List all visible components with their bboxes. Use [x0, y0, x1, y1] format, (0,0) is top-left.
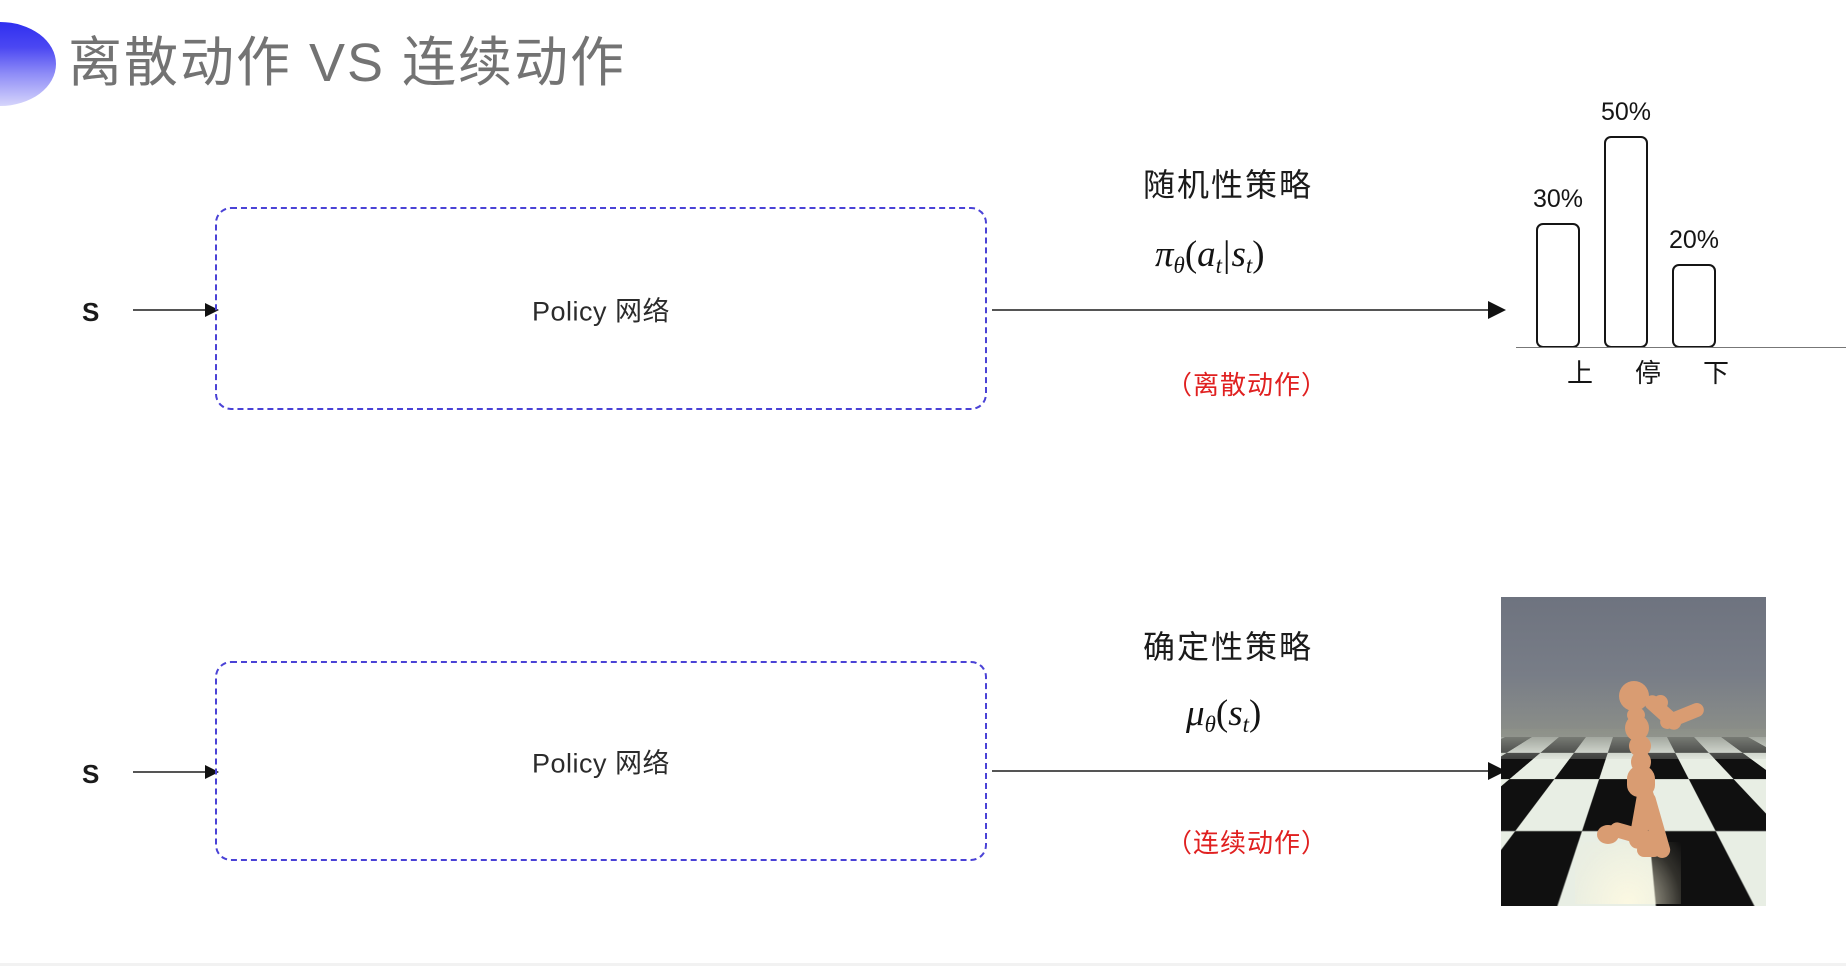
policy-formula-stochastic: πθ(at|st)	[1155, 233, 1265, 279]
formula-base-subscript: θ	[1204, 711, 1216, 737]
bar-chart-tick-label-down: 下	[1702, 358, 1729, 388]
formula-arg1-subscript: t	[1242, 711, 1249, 737]
arrow-shaft	[992, 770, 1490, 772]
action-note-discrete: （离散动作）	[1166, 370, 1329, 400]
state-label-discrete: S	[82, 297, 100, 327]
formula-arg2: s	[1231, 234, 1246, 275]
arrow-head	[1488, 301, 1506, 319]
policy-kind-stochastic: 随机性策略	[1143, 167, 1314, 203]
action-probability-bar-chart: 30% 50% 20% 上 停 下	[1468, 96, 1846, 396]
policy-kind-deterministic: 确定性策略	[1143, 629, 1314, 665]
formula-condition-bar: |	[1223, 234, 1231, 275]
humanoid-foot	[1597, 825, 1619, 844]
formula-arg2-subscript: t	[1245, 252, 1253, 278]
humanoid-hand	[1653, 695, 1668, 710]
humanoid-head	[1619, 681, 1649, 711]
formula-base: μ	[1186, 693, 1205, 734]
humanoid-simulation-image	[1501, 597, 1766, 906]
table-row	[1604, 136, 1648, 348]
policy-network-label: Policy 网络	[531, 296, 671, 326]
page-title: 离散动作 VS 连续动作	[68, 33, 627, 93]
formula-open-paren: (	[1215, 693, 1229, 734]
policy-formula-deterministic: μθ(st)	[1186, 692, 1261, 738]
formula-arg1: a	[1197, 234, 1216, 275]
formula-open-paren: (	[1184, 234, 1198, 275]
bar-value-label: 50%	[1600, 98, 1652, 126]
arrow-shaft	[133, 771, 207, 773]
formula-arg1: s	[1228, 693, 1243, 734]
table-row	[1536, 223, 1580, 348]
formula-close-paren: )	[1252, 234, 1265, 275]
output-arrow-discrete	[992, 299, 1506, 321]
humanoid-front-foot	[1637, 843, 1661, 857]
bar-chart-tick-label-stop: 停	[1634, 358, 1661, 388]
title-accent-shape	[0, 22, 56, 106]
policy-network-box-continuous[interactable]: Policy 网络	[215, 661, 987, 861]
bar-value-label: 20%	[1668, 226, 1720, 254]
bar-chart-plot-area: 30% 50% 20%	[1528, 98, 1768, 348]
bar-chart-tick-label-up: 上	[1566, 358, 1593, 388]
policy-network-box-discrete[interactable]: Policy 网络	[215, 207, 987, 410]
slide-bottom-rule	[0, 963, 1846, 966]
arrow-shaft	[992, 309, 1490, 311]
input-arrow-discrete	[133, 300, 219, 320]
action-note-continuous: （连续动作）	[1166, 828, 1329, 858]
state-label-continuous: S	[82, 759, 100, 789]
arrow-shaft	[133, 309, 207, 311]
input-arrow-continuous	[133, 762, 219, 782]
bar-chart-x-axis	[1516, 346, 1846, 348]
formula-base-subscript: θ	[1173, 252, 1185, 278]
formula-close-paren: )	[1248, 693, 1262, 734]
policy-network-label: Policy 网络	[531, 748, 671, 779]
table-row	[1672, 264, 1716, 348]
formula-arg1-subscript: t	[1215, 252, 1223, 278]
output-arrow-continuous	[992, 760, 1506, 782]
bar-value-label: 30%	[1532, 185, 1584, 213]
formula-base: π	[1155, 234, 1174, 275]
